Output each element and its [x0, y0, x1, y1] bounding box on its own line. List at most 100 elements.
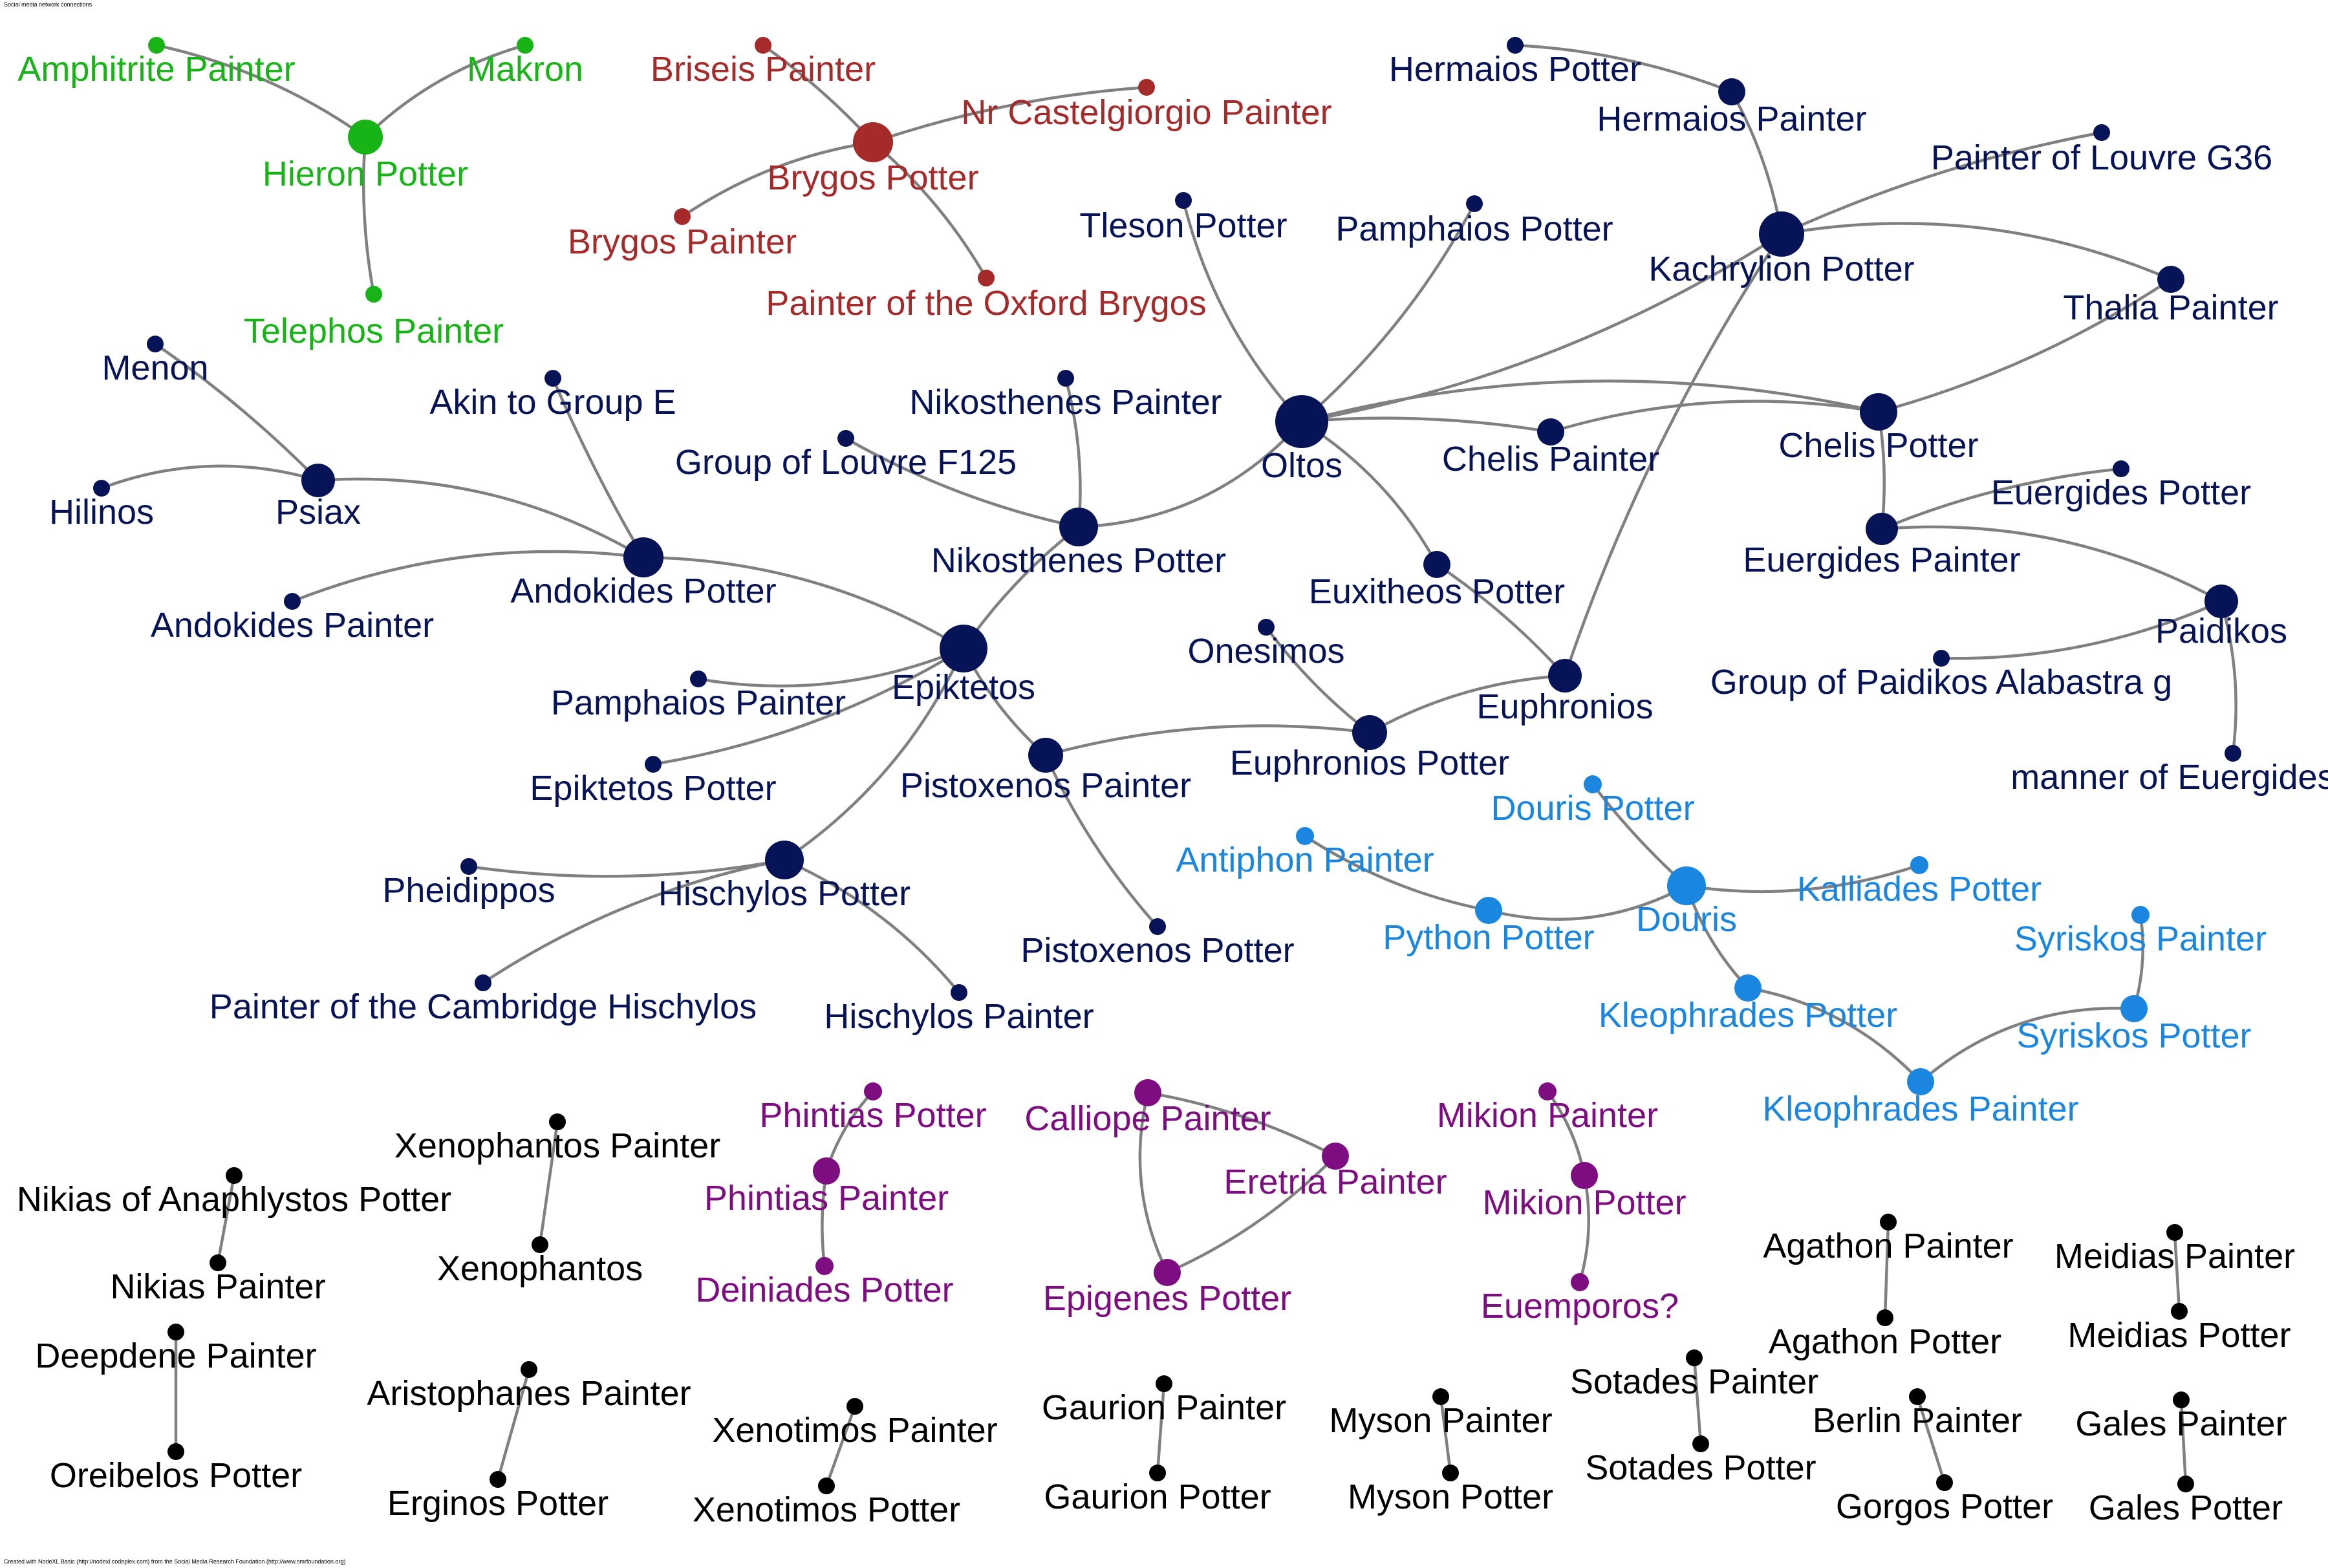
- node-hieron[interactable]: [348, 120, 383, 155]
- node-oreibelos[interactable]: [167, 1443, 184, 1460]
- node-brygos_painter[interactable]: [674, 208, 691, 225]
- node-andokides_painter[interactable]: [284, 593, 301, 610]
- node-douris[interactable]: [1667, 866, 1706, 905]
- node-euergides_painter[interactable]: [1866, 513, 1898, 545]
- node-xenophantos_painter[interactable]: [549, 1113, 566, 1130]
- node-gales_potter[interactable]: [2177, 1476, 2194, 1492]
- node-andokides_potter[interactable]: [623, 537, 663, 577]
- node-phintias_potter[interactable]: [864, 1082, 882, 1101]
- node-agathon_potter[interactable]: [1877, 1309, 1893, 1326]
- node-nikosthenes_painter[interactable]: [1057, 370, 1074, 387]
- node-myson_painter[interactable]: [1432, 1388, 1449, 1405]
- node-meidias_painter[interactable]: [2166, 1224, 2183, 1241]
- node-kalliades[interactable]: [1910, 856, 1928, 874]
- node-euphronios_potter[interactable]: [1352, 715, 1387, 750]
- node-python[interactable]: [1475, 897, 1502, 924]
- node-louvre_f125[interactable]: [837, 430, 854, 447]
- node-nikias_potter[interactable]: [226, 1167, 242, 1184]
- node-oxford_brygos[interactable]: [978, 270, 995, 286]
- node-telephos[interactable]: [365, 286, 382, 303]
- node-pistoxenos_potter[interactable]: [1149, 918, 1166, 935]
- node-hermaios_painter[interactable]: [1718, 78, 1745, 105]
- edge-epiktetos-epiktetos_potter: [652, 647, 965, 766]
- node-label-antiphon: Antiphon Painter: [1176, 841, 1434, 879]
- node-eretria[interactable]: [1322, 1143, 1349, 1170]
- node-calliope[interactable]: [1134, 1079, 1161, 1106]
- node-deepdene[interactable]: [167, 1324, 184, 1340]
- edge-pistoxenos_painter-pistoxenos_potter: [1044, 755, 1159, 928]
- node-agathon_painter[interactable]: [1880, 1214, 1897, 1230]
- node-psiax[interactable]: [301, 464, 335, 497]
- node-xenotimos_painter[interactable]: [846, 1398, 863, 1415]
- node-deiniades[interactable]: [815, 1257, 834, 1275]
- node-label-paidikos_alabastra: Group of Paidikos Alabastra g: [1710, 663, 2172, 702]
- node-amphitrite[interactable]: [148, 37, 165, 54]
- node-paidikos_alabastra[interactable]: [1933, 650, 1950, 667]
- node-makron[interactable]: [517, 37, 534, 54]
- node-xenophantos[interactable]: [532, 1236, 548, 1253]
- node-menon[interactable]: [147, 336, 164, 352]
- node-aristophanes[interactable]: [521, 1361, 537, 1378]
- node-hischylos_painter[interactable]: [951, 984, 967, 1001]
- node-euergides_potter[interactable]: [2113, 460, 2129, 477]
- node-briseis[interactable]: [755, 37, 771, 54]
- node-thalia[interactable]: [2157, 266, 2184, 293]
- node-pamphaios_potter[interactable]: [1466, 195, 1483, 212]
- node-pamphaios_painter[interactable]: [690, 671, 707, 687]
- node-douris_potter[interactable]: [1584, 775, 1602, 793]
- node-label-louvre_f125: Group of Louvre F125: [675, 443, 1017, 482]
- node-brygos_potter[interactable]: [853, 122, 893, 162]
- node-hischylos_potter[interactable]: [765, 841, 804, 879]
- node-label-chelis_potter: Chelis Potter: [1778, 426, 1978, 465]
- node-euxitheos[interactable]: [1423, 551, 1450, 578]
- node-label-paidikos: Paidikos: [2155, 612, 2287, 650]
- node-mikion_potter[interactable]: [1571, 1162, 1598, 1189]
- node-label-chelis_painter: Chelis Painter: [1442, 440, 1659, 478]
- node-castelgiorgio[interactable]: [1138, 79, 1155, 96]
- node-label-andokides_painter: Andokides Painter: [151, 606, 434, 645]
- node-hermaios_potter[interactable]: [1507, 37, 1524, 54]
- node-euemporos[interactable]: [1571, 1273, 1589, 1291]
- node-epiktetos_potter[interactable]: [645, 756, 662, 773]
- node-gaurion_potter[interactable]: [1149, 1465, 1166, 1481]
- node-erginos[interactable]: [490, 1471, 506, 1488]
- node-gaurion_painter[interactable]: [1156, 1375, 1172, 1392]
- node-euphronios[interactable]: [1548, 659, 1582, 693]
- node-akin_e[interactable]: [544, 370, 561, 387]
- node-gorgos[interactable]: [1936, 1474, 1953, 1491]
- node-syriskos_potter[interactable]: [2120, 995, 2148, 1022]
- node-pheidippos[interactable]: [460, 858, 477, 875]
- node-oltos[interactable]: [1275, 395, 1328, 448]
- node-myson_potter[interactable]: [1442, 1465, 1459, 1481]
- node-sotades_potter[interactable]: [1692, 1435, 1709, 1452]
- node-cambridge_hischylos[interactable]: [475, 974, 491, 991]
- node-syriskos_painter[interactable]: [2131, 906, 2150, 924]
- node-gales_painter[interactable]: [2173, 1391, 2190, 1408]
- node-tleson[interactable]: [1175, 192, 1192, 209]
- node-nikias_painter[interactable]: [210, 1254, 226, 1271]
- node-label-oreibelos: Oreibelos Potter: [50, 1456, 302, 1495]
- node-chelis_potter[interactable]: [1860, 393, 1897, 431]
- node-paidikos[interactable]: [2204, 585, 2238, 618]
- node-louvre_g36[interactable]: [2093, 124, 2110, 141]
- node-xenotimos_potter[interactable]: [818, 1477, 835, 1494]
- node-chelis_painter[interactable]: [1537, 418, 1564, 446]
- edge-hermaios_potter-hermaios_painter: [1514, 43, 1732, 94]
- node-kleophrades_painter[interactable]: [1907, 1068, 1934, 1095]
- node-antiphon[interactable]: [1296, 827, 1314, 845]
- node-meidias_potter[interactable]: [2171, 1303, 2188, 1320]
- node-kachrylion[interactable]: [1759, 211, 1804, 257]
- node-onesimos[interactable]: [1258, 619, 1275, 636]
- node-sotades_painter[interactable]: [1686, 1349, 1703, 1366]
- node-berlin[interactable]: [1909, 1388, 1926, 1405]
- node-manner_euergides[interactable]: [2225, 745, 2241, 762]
- node-pistoxenos_painter[interactable]: [1028, 738, 1063, 773]
- node-hilinos[interactable]: [93, 480, 110, 497]
- node-nikosthenes_potter[interactable]: [1059, 508, 1098, 546]
- node-epiktetos[interactable]: [940, 625, 987, 672]
- node-kleophrades_potter[interactable]: [1734, 974, 1762, 1002]
- node-epigenes[interactable]: [1154, 1259, 1181, 1286]
- node-mikion_painter[interactable]: [1538, 1082, 1557, 1101]
- node-phintias_painter[interactable]: [813, 1157, 840, 1185]
